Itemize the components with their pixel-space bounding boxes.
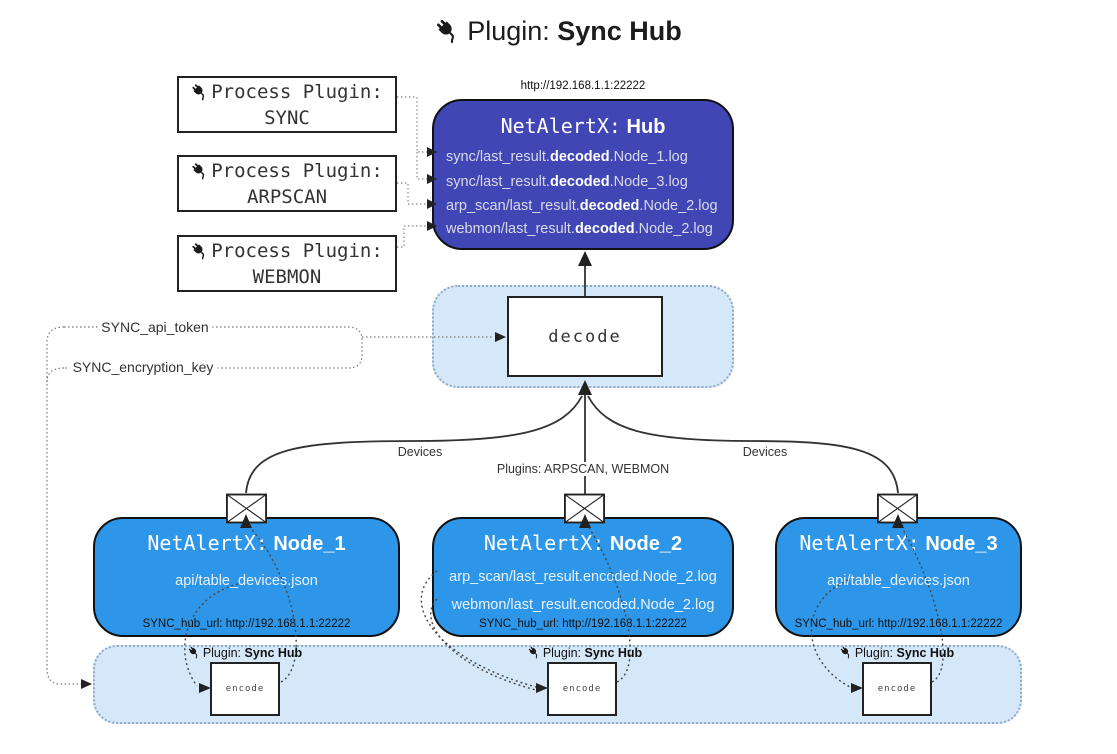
node-log-item: arp_scan/last_result.encoded.Node_2.log — [449, 569, 717, 585]
plug-icon — [191, 162, 209, 180]
plug-icon — [435, 18, 461, 44]
encode-box: encode — [862, 662, 932, 716]
hub-log-item: webmon/last_result.decoded.Node_2.log — [446, 221, 713, 237]
plug-icon — [191, 83, 209, 101]
hub-box: NetAlertX: Hub sync/last_result.decoded.… — [432, 99, 734, 250]
process-plugin-name: SYNC — [264, 106, 310, 129]
process-plugin-box-sync: Process Plugin: SYNC — [177, 76, 397, 133]
node-hub-url: SYNC_hub_url: http://192.168.1.1:22222 — [142, 618, 351, 630]
node-title-prefix: NetAlertX: — [799, 531, 920, 555]
sync-api-token-label: SYNC_api_token — [97, 319, 213, 335]
plug-icon — [191, 242, 209, 260]
process-plugin-box-webmon: Process Plugin: WEBMON — [177, 235, 397, 292]
title-bold: Sync Hub — [557, 16, 682, 46]
node-hub-url: SYNC_hub_url: http://192.168.1.1:22222 — [794, 618, 1003, 630]
hub-title-prefix: NetAlertX: — [500, 114, 621, 138]
node-log-item: webmon/last_result.encoded.Node_2.log — [451, 597, 715, 613]
node-title-name: Node_3 — [925, 533, 998, 555]
hub-title-name: Hub — [626, 116, 666, 138]
plug-icon — [840, 646, 853, 659]
node-title-prefix: NetAlertX: — [147, 531, 268, 555]
process-plugin-box-arpscan: Process Plugin: ARPSCAN — [177, 155, 397, 212]
encode-box: encode — [210, 662, 280, 716]
decode-box: decode — [507, 296, 663, 377]
hub-url: http://192.168.1.1:22222 — [520, 80, 646, 92]
envelope-icon — [877, 493, 918, 524]
envelope-icon — [226, 493, 267, 524]
node-title-prefix: NetAlertX: — [483, 531, 605, 555]
hub-log-item: sync/last_result.decoded.Node_3.log — [446, 174, 688, 190]
node-title-name: Node_2 — [609, 533, 683, 555]
process-plugin-label: Process Plugin: — [211, 159, 383, 182]
hub-log-item: arp_scan/last_result.decoded.Node_2.log — [446, 198, 718, 214]
node-hub-url: SYNC_hub_url: http://192.168.1.1:22222 — [479, 618, 687, 630]
hub-log-item: sync/last_result.decoded.Node_1.log — [446, 149, 688, 165]
edge-label-devices-left: Devices — [393, 445, 447, 459]
band-plugin-label: Plugin: Sync Hub — [840, 646, 954, 660]
node-log-item: api/table_devices.json — [827, 573, 970, 589]
envelope-icon — [564, 493, 605, 524]
node-box-node1: NetAlertX: Node_1 api/table_devices.json… — [93, 517, 400, 637]
edge-label-devices-right: Devices — [738, 445, 792, 459]
node-title-name: Node_1 — [273, 533, 346, 555]
title-prefix: Plugin: — [467, 16, 550, 46]
plug-icon — [188, 646, 201, 659]
edge-label-plugins: Plugins: ARPSCAN, WEBMON — [492, 462, 674, 476]
page-title: Plugin: Sync Hub — [0, 16, 1117, 47]
process-plugin-label: Process Plugin: — [211, 80, 383, 103]
process-plugin-name: WEBMON — [252, 265, 322, 288]
process-plugin-name: ARPSCAN — [246, 185, 328, 208]
node-log-item: api/table_devices.json — [175, 573, 318, 589]
node-box-node3: NetAlertX: Node_3 api/table_devices.json… — [775, 517, 1022, 637]
band-plugin-label: Plugin: Sync Hub — [528, 646, 642, 660]
process-plugin-label: Process Plugin: — [211, 239, 383, 262]
sync-encryption-key-label: SYNC_encryption_key — [68, 359, 218, 375]
node-box-node2: NetAlertX: Node_2 arp_scan/last_result.e… — [432, 517, 734, 637]
plug-icon — [528, 646, 541, 659]
band-plugin-label: Plugin: Sync Hub — [188, 646, 302, 660]
encode-box: encode — [547, 662, 617, 716]
